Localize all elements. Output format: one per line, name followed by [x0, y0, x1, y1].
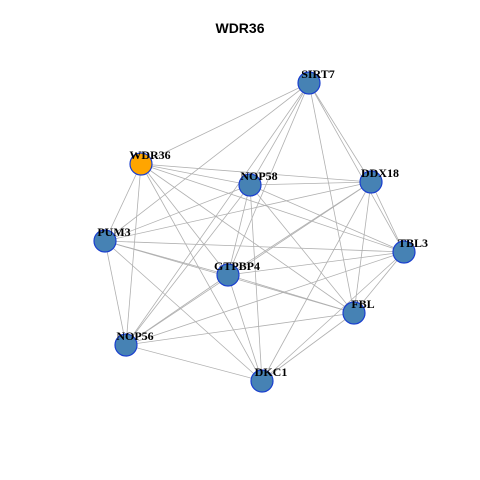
edge-nop56-dkc1: [125, 344, 263, 382]
edge-layer: [104, 82, 405, 382]
node-nop56: [114, 333, 138, 357]
node-label-ddx18: DDX18: [361, 166, 399, 180]
node-wdr36: [129, 152, 153, 176]
edge-tbl3-nop56: [125, 251, 405, 346]
node-tbl3: [392, 240, 416, 264]
edge-wdr36-nop58: [140, 163, 251, 186]
edge-nop58-ddx18: [249, 181, 372, 186]
edge-sirt7-pum3: [104, 82, 310, 242]
edge-tbl3-dkc1: [261, 251, 405, 382]
edge-sirt7-ddx18: [308, 82, 372, 183]
edge-gtpbp4-nop56: [125, 274, 229, 346]
edge-nop58-tbl3: [249, 184, 405, 253]
edge-sirt7-nop56: [125, 82, 310, 346]
plot-title: WDR36: [215, 20, 265, 36]
edge-ddx18-nop56: [125, 181, 372, 346]
edge-pum3-nop56: [104, 240, 127, 346]
edge-ddx18-tbl3: [370, 181, 405, 253]
node-label-pum3: PUM3: [97, 225, 130, 239]
node-label-dkc1: DKC1: [255, 365, 288, 379]
edge-nop58-pum3: [104, 184, 251, 242]
edge-wdr36-gtpbp4: [140, 163, 229, 276]
node-label-fbl: FBL: [351, 297, 374, 311]
edge-wdr36-pum3: [104, 163, 142, 242]
node-fbl: [342, 301, 366, 325]
edge-fbl-dkc1: [261, 312, 355, 382]
edge-ddx18-fbl: [353, 181, 372, 314]
edge-wdr36-tbl3: [140, 163, 405, 253]
node-label-tbl3: TBL3: [398, 236, 428, 250]
edge-sirt7-fbl: [308, 82, 355, 314]
node-label-gtpbp4: GTPBP4: [214, 259, 260, 273]
edge-wdr36-dkc1: [140, 163, 263, 382]
edge-nop58-fbl: [249, 184, 355, 314]
node-label-wdr36: WDR36: [129, 148, 170, 162]
node-sirt7: [297, 71, 321, 95]
node-gtpbp4: [216, 263, 240, 287]
node-pum3: [93, 229, 117, 253]
node-dkc1: [250, 369, 274, 393]
edge-sirt7-nop58: [249, 82, 310, 186]
edge-tbl3-gtpbp4: [227, 251, 405, 276]
edge-wdr36-ddx18: [140, 163, 372, 183]
edge-sirt7-gtpbp4: [227, 82, 310, 276]
edge-gtpbp4-fbl: [227, 274, 355, 314]
edge-tbl3-fbl: [353, 251, 405, 314]
edge-fbl-nop56: [125, 312, 355, 346]
edge-pum3-dkc1: [104, 240, 263, 382]
node-nop58: [238, 173, 262, 197]
edge-nop58-gtpbp4: [227, 184, 251, 276]
edge-nop58-dkc1: [249, 184, 263, 382]
node-label-sirt7: SIRT7: [301, 67, 335, 81]
node-label-nop58: NOP58: [240, 169, 277, 183]
node-label-nop56: NOP56: [116, 329, 153, 343]
edge-wdr36-fbl: [140, 163, 355, 314]
node-ddx18: [359, 170, 383, 194]
edge-sirt7-tbl3: [308, 82, 405, 253]
edge-wdr36-nop56: [125, 163, 142, 346]
edge-ddx18-pum3: [104, 181, 372, 242]
edge-sirt7-wdr36: [140, 82, 310, 165]
node-layer: [93, 71, 416, 393]
edge-pum3-tbl3: [104, 240, 405, 253]
